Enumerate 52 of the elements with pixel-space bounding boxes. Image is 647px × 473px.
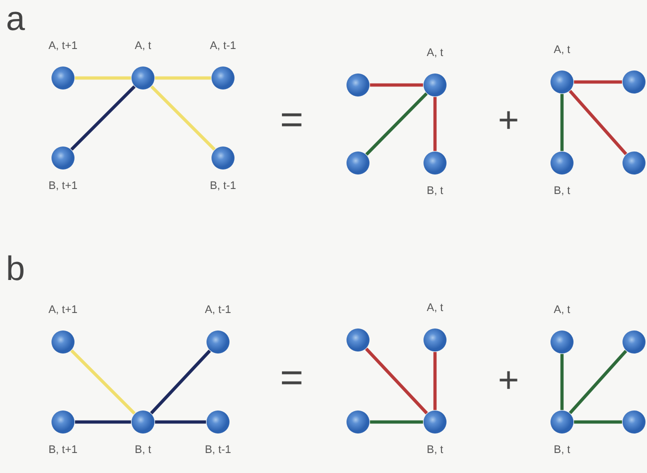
graph-node [346, 73, 370, 97]
graph-edge [370, 83, 423, 87]
graph-edge [70, 349, 136, 415]
graph-edge [150, 85, 216, 151]
node-label: B, t [134, 444, 152, 457]
graph-node [622, 330, 646, 354]
graph-edge [365, 348, 428, 414]
graph-node [622, 70, 646, 94]
graph-edge [433, 352, 437, 410]
equals-sign: = [280, 100, 304, 140]
node-label: A, t-1 [204, 304, 232, 317]
node-label: B, t [426, 185, 444, 198]
panel-letter: a [6, 2, 25, 36]
graph-node [346, 328, 370, 352]
node-label: B, t [554, 444, 570, 457]
graph-edge [560, 94, 564, 151]
graph-edge [155, 76, 211, 80]
node-label: A, t+1 [48, 304, 78, 317]
graph-edge [560, 354, 564, 410]
equals-sign: = [280, 358, 304, 398]
node-label: B, t [426, 444, 444, 457]
node-label: A, t+1 [48, 40, 78, 53]
graph-node [622, 410, 646, 434]
node-label: A, t [554, 304, 570, 317]
node-label: A, t [426, 302, 444, 315]
plus-sign: + [498, 362, 520, 398]
node-label: B, t+1 [48, 444, 78, 457]
node-label: A, t [134, 40, 152, 53]
graph-edge [150, 350, 211, 414]
graph-edge [155, 420, 206, 424]
graph-edge [75, 76, 131, 80]
plus-sign: + [498, 102, 520, 138]
node-label: B, t+1 [48, 180, 78, 193]
graph-edge [574, 80, 622, 84]
graph-edge [568, 350, 628, 414]
graph-node [346, 151, 370, 175]
graph-edge [433, 97, 437, 151]
node-label: B, t-1 [204, 444, 232, 457]
node-label: A, t [554, 44, 570, 57]
node-label: B, t-1 [210, 180, 236, 193]
node-label: B, t [554, 185, 570, 198]
graph-edge [568, 90, 628, 156]
panel-letter: b [6, 252, 25, 286]
graph-edge [365, 92, 428, 156]
graph-edge [75, 420, 131, 424]
graph-edge [70, 85, 136, 151]
node-label: A, t [426, 47, 444, 60]
graph-edge [370, 420, 423, 424]
graph-node [346, 410, 370, 434]
node-label: A, t-1 [210, 40, 236, 53]
graph-edge [574, 420, 622, 424]
graph-node [622, 151, 646, 175]
